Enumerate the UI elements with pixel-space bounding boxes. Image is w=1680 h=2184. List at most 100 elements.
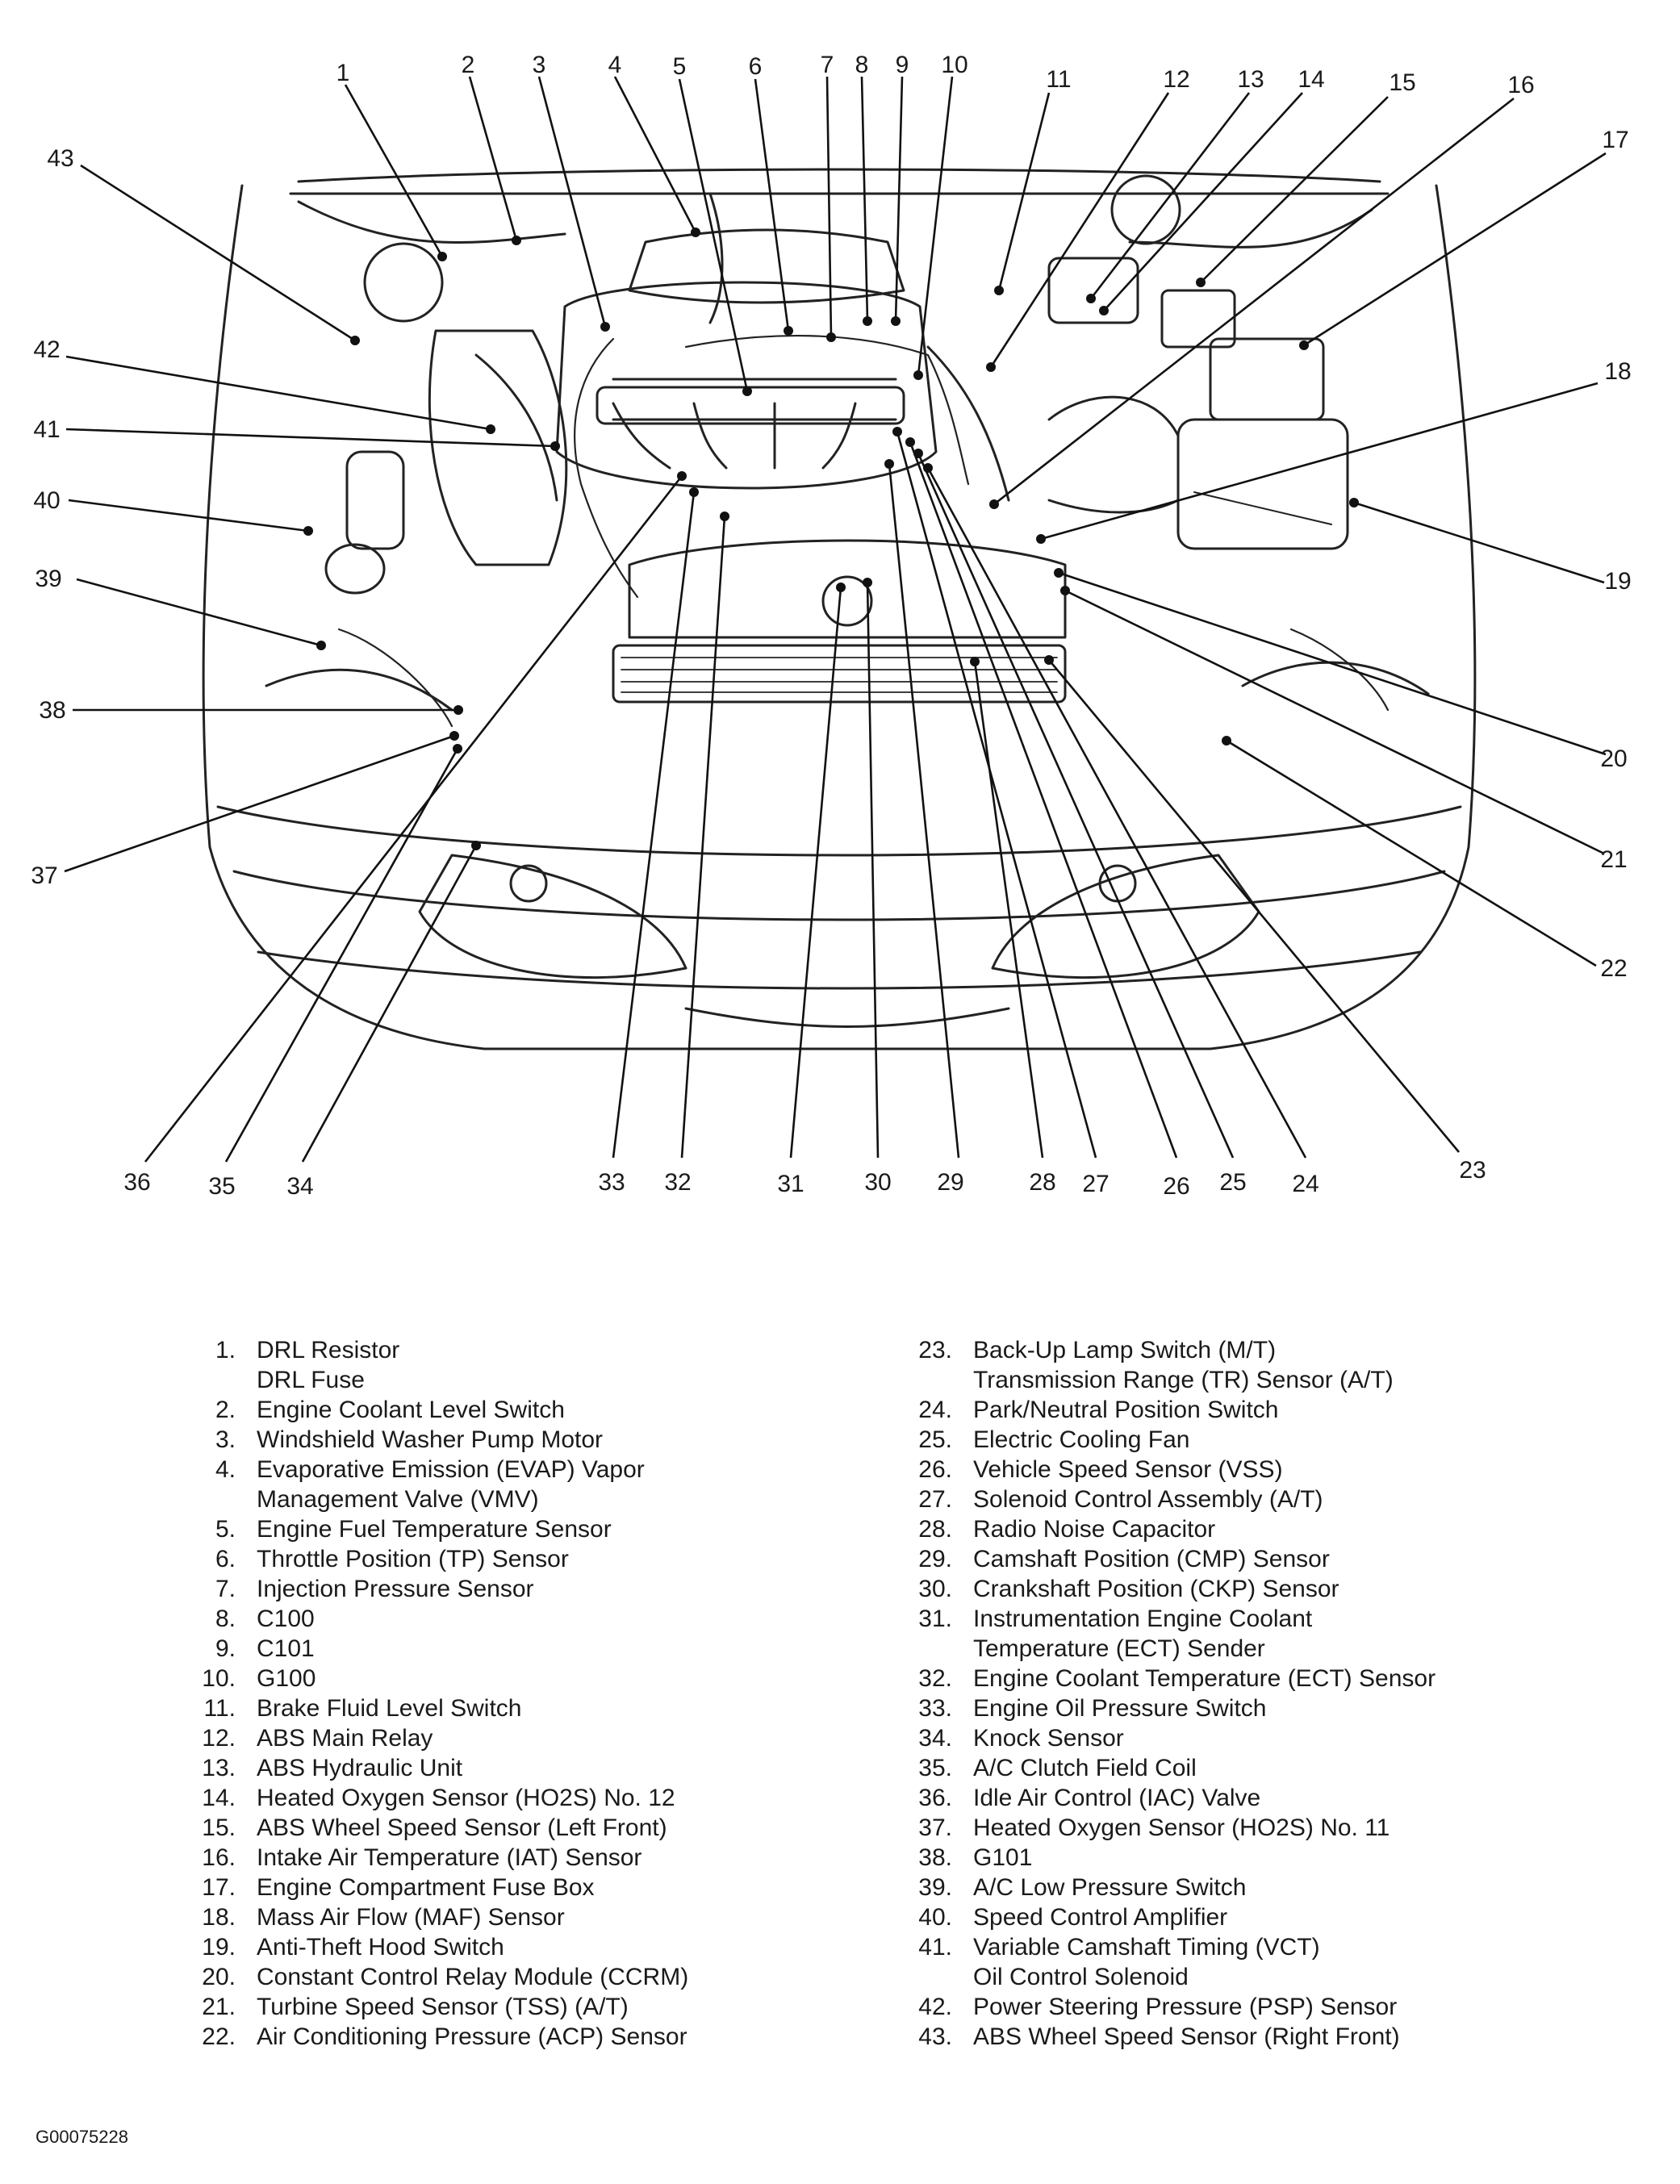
legend-item-number: 28. [918, 1516, 952, 1543]
legend-item-line: C101 [257, 1635, 315, 1662]
legend-item-text: Radio Noise Capacitor [973, 1514, 1215, 1544]
legend-item-text: ABS Hydraulic Unit [257, 1753, 462, 1783]
legend-item-line: Injection Pressure Sensor [257, 1576, 534, 1602]
legend-item-line: Speed Control Amplifier [973, 1904, 1228, 1931]
legend-item-line: Power Steering Pressure (PSP) Sensor [973, 1994, 1398, 2020]
legend-item-text: Camshaft Position (CMP) Sensor [973, 1544, 1330, 1574]
legend-item-line: Windshield Washer Pump Motor [257, 1426, 604, 1453]
legend-item: 7.Injection Pressure Sensor [161, 1574, 912, 1604]
legend-item-text: Variable Camshaft Timing (VCT) Oil Contro… [973, 1932, 1320, 1992]
callout-4: 4 [608, 52, 622, 78]
legend-item: 28. Radio Noise Capacitor [878, 1514, 1628, 1544]
leader-arrowheads [303, 228, 1359, 850]
callout-24: 24 [1292, 1171, 1319, 1197]
legend-item: 40. Speed Control Amplifier [878, 1902, 1628, 1932]
legend-item-line: A/C Low Pressure Switch [973, 1874, 1247, 1901]
legend-item: 16.Intake Air Temperature (IAT) Sensor [161, 1843, 912, 1873]
legend-item: 25.Electric Cooling Fan [878, 1425, 1628, 1455]
legend-item-line: G100 [257, 1665, 316, 1692]
callout-10: 10 [941, 52, 967, 78]
legend-item: 43. ABS Wheel Speed Sensor (Right Front) [878, 2022, 1628, 2052]
legend-item-line: Engine Coolant Temperature (ECT) Sensor [973, 1665, 1436, 1692]
legend-item-text: Engine Coolant Temperature (ECT) Sensor [973, 1664, 1436, 1693]
legend-item-text: Windshield Washer Pump Motor [257, 1425, 603, 1455]
legend-item-line: Radio Noise Capacitor [973, 1516, 1216, 1543]
legend-item-number: 33. [918, 1695, 952, 1722]
callout-3: 3 [533, 52, 546, 78]
legend-item: 9.C101 [161, 1634, 912, 1664]
legend-item-line: Idle Air Control (IAC) Valve [973, 1785, 1261, 1811]
callout-11: 11 [1046, 66, 1071, 93]
legend-item: 38.G101 [878, 1843, 1628, 1873]
legend-item-number: 43. [918, 2023, 952, 2050]
legend-item-text: Intake Air Temperature (IAT) Sensor [257, 1843, 641, 1873]
legend-item-line: Heated Oxygen Sensor (HO2S) No. 12 [257, 1785, 675, 1811]
callout-43: 43 [47, 145, 73, 172]
legend-item: 29.Camshaft Position (CMP) Sensor [878, 1544, 1628, 1574]
legend-item: 17.Engine Compartment Fuse Box [161, 1873, 912, 1902]
callout-6: 6 [749, 53, 763, 80]
legend-item-line: C100 [257, 1606, 315, 1632]
legend-item-line: Air Conditioning Pressure (ACP) Sensor [257, 2023, 687, 2050]
legend-item-number: 34. [918, 1725, 952, 1752]
legend-item: 34. Knock Sensor [878, 1723, 1628, 1753]
legend-item-number: 6. [215, 1546, 236, 1572]
legend-item-line: Knock Sensor [973, 1725, 1124, 1752]
legend-item-line: ABS Wheel Speed Sensor (Right Front) [973, 2023, 1400, 2050]
callout-7: 7 [821, 52, 834, 78]
legend-item: 22.Air Conditioning Pressure (ACP) Senso… [161, 2022, 912, 2052]
legend-item-number: 39. [918, 1874, 952, 1901]
legend-item-number: 38. [918, 1844, 952, 1871]
legend-item-number: 37. [918, 1814, 952, 1841]
callout-37: 37 [31, 862, 57, 889]
legend-item-number: 2. [215, 1397, 236, 1423]
legend-item: 13.ABS Hydraulic Unit [161, 1753, 912, 1783]
legend-item-number: 40. [918, 1904, 952, 1931]
legend-item-number: 5. [215, 1516, 236, 1543]
legend-item-line: Oil Control Solenoid [973, 1964, 1189, 1990]
legend-item-text: Engine Fuel Temperature Sensor [257, 1514, 612, 1544]
legend-item-line: Park/Neutral Position Switch [973, 1397, 1279, 1423]
callout-40: 40 [33, 487, 60, 514]
legend-item-text: Injection Pressure Sensor [257, 1574, 534, 1604]
legend-item: 18.Mass Air Flow (MAF) Sensor [161, 1902, 912, 1932]
legend-item-number: 21. [202, 1994, 236, 2020]
legend-item: 10. G100 [161, 1664, 912, 1693]
legend-item-number: 18. [202, 1904, 236, 1931]
legend-item-text: ABS Wheel Speed Sensor (Right Front) [973, 2022, 1400, 2052]
legend-item-number: 10. [202, 1665, 236, 1692]
legend-item-number: 19. [202, 1934, 236, 1961]
legend-item-text: G100 [257, 1664, 316, 1693]
legend-item: 19.Anti-Theft Hood Switch [161, 1932, 912, 1962]
callout-21: 21 [1600, 846, 1627, 873]
legend-item-number: 20. [202, 1964, 236, 1990]
callout-28: 28 [1029, 1169, 1055, 1196]
legend-item-line: Variable Camshaft Timing (VCT) [973, 1934, 1320, 1961]
callout-38: 38 [39, 697, 65, 724]
legend-item-text: Park/Neutral Position Switch [973, 1395, 1279, 1425]
legend-item-number: 12. [202, 1725, 236, 1752]
legend-item-line: Back-Up Lamp Switch (M/T) [973, 1337, 1277, 1363]
legend-item-text: Air Conditioning Pressure (ACP) Sensor [257, 2022, 687, 2052]
legend-item: 8.C100 [161, 1604, 912, 1634]
callout-15: 15 [1389, 69, 1415, 96]
legend-item-number: 11. [203, 1695, 236, 1722]
figure-id: G00075228 [36, 2127, 128, 2147]
callout-12: 12 [1163, 66, 1189, 93]
engine-compartment-diagram: 1 2 3 4 5 6 7 8 9 10 11 12 13 14 15 16 1… [31, 52, 1631, 1200]
legend-item: 26.Vehicle Speed Sensor (VSS) [878, 1455, 1628, 1485]
legend-item: 30.Crankshaft Position (CKP) Sensor [878, 1574, 1628, 1604]
callout-1: 1 [336, 60, 350, 86]
callout-2: 2 [462, 52, 475, 78]
leader-lines [64, 76, 1607, 1163]
legend-item: 41.Variable Camshaft Timing (VCT)Oil Con… [878, 1932, 1628, 1992]
legend-item: 27.Solenoid Control Assembly (A/T) [878, 1485, 1628, 1514]
legend-item-text: Heated Oxygen Sensor (HO2S) No. 12 [257, 1783, 675, 1813]
legend-item-number: 15. [202, 1814, 236, 1841]
legend-item: 23.Back-Up Lamp Switch (M/T)Transmission… [878, 1335, 1628, 1395]
legend-item-line: Temperature (ECT) Sender [973, 1635, 1265, 1662]
legend-item: 15.ABS Wheel Speed Sensor (Left Front) [161, 1813, 912, 1843]
